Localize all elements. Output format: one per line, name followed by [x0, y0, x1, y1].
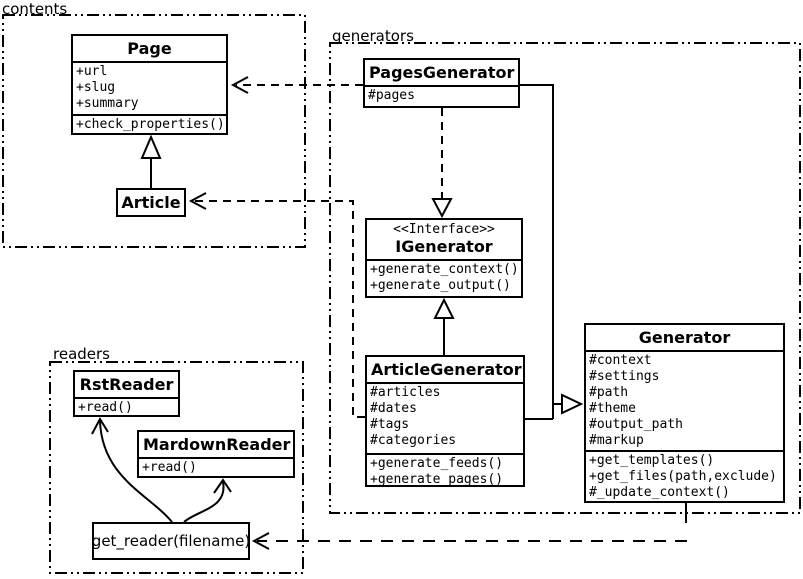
class-article-title: Article — [121, 193, 181, 212]
class-igenerator-header: <<Interface>> IGenerator — [367, 220, 521, 261]
function-get-reader-label: get_reader(filename) — [91, 532, 251, 550]
method: +generate_feeds() — [370, 456, 504, 471]
attribute: #markup — [589, 433, 644, 448]
stereotype-interface: <<Interface>> — [393, 222, 495, 237]
attribute: #articles — [370, 385, 441, 400]
package-readers-label: readers — [53, 345, 110, 363]
package-contents-border — [2, 14, 306, 248]
class-page-methods: +check_properties() — [73, 116, 226, 134]
method: +generate_output() — [370, 278, 511, 293]
method: #_update_context() — [589, 485, 730, 500]
class-igenerator: <<Interface>> IGenerator +generate_conte… — [365, 218, 523, 298]
attribute: #context — [589, 353, 652, 368]
class-page-title: Page — [73, 36, 226, 63]
arrowhead-to-article — [188, 192, 207, 210]
method: +get_templates() — [589, 453, 715, 468]
attribute: #output_path — [589, 417, 683, 432]
class-rstreader: RstReader +read() — [73, 370, 180, 417]
class-rstreader-methods: +read() — [75, 399, 178, 417]
method: +get_files(path,exclude) — [589, 469, 777, 484]
function-get-reader: get_reader(filename) — [92, 522, 250, 560]
class-articlegenerator-attributes: #articles #dates #tags #categories — [367, 384, 523, 455]
class-mardownreader-title: MardownReader — [139, 432, 293, 459]
attribute: #tags — [370, 417, 410, 432]
class-articlegenerator-methods: +generate_feeds() +generate_pages() — [367, 455, 523, 489]
class-pagesgenerator: PagesGenerator #pages — [363, 58, 520, 108]
class-mardownreader: MardownReader +read() — [137, 430, 295, 478]
package-readers-border — [49, 361, 304, 574]
arrowhead-to-page — [230, 76, 249, 94]
class-article: Article — [116, 188, 186, 217]
class-generator: Generator #context #settings #path #them… — [584, 323, 785, 503]
class-generator-title: Generator — [586, 325, 783, 352]
class-rstreader-title: RstReader — [75, 372, 178, 399]
arrowhead-to-rstreader — [91, 416, 109, 435]
package-generators-border — [329, 42, 801, 514]
triangle-generator-left — [561, 393, 584, 415]
class-pagesgenerator-title: PagesGenerator — [365, 60, 518, 87]
package-contents-label: contents — [2, 0, 68, 18]
arrowhead-to-getreader — [251, 532, 270, 550]
generalization-generators-to-generator — [520, 84, 562, 420]
triangle-page-bottom — [140, 134, 162, 159]
class-page: Page +url +slug +summary +check_properti… — [71, 34, 228, 135]
class-igenerator-title: IGenerator — [395, 237, 493, 256]
method: +read() — [78, 400, 133, 415]
attribute: +summary — [76, 96, 139, 111]
package-generators-label: generators — [332, 27, 414, 45]
class-generator-methods: +get_templates() +get_files(path,exclude… — [586, 452, 783, 502]
class-articlegenerator-title: ArticleGenerator — [367, 357, 523, 384]
attribute: #theme — [589, 401, 636, 416]
method: +read() — [142, 460, 197, 475]
attribute: #dates — [370, 401, 417, 416]
attribute: +slug — [76, 80, 116, 95]
class-igenerator-methods: +generate_context() +generate_output() — [367, 261, 521, 295]
arrow-getreader-to-rstreader — [99, 420, 173, 523]
method: +check_properties() — [76, 117, 225, 132]
dependency-articlegenerator-to-article — [194, 200, 365, 418]
arrow-getreader-to-mardownreader — [183, 481, 225, 523]
class-page-attributes: +url +slug +summary — [73, 63, 226, 116]
attribute: #categories — [370, 433, 457, 448]
class-pagesgenerator-attributes: #pages — [365, 87, 518, 105]
triangle-igenerator-bottom — [433, 297, 455, 319]
attribute: #pages — [368, 88, 415, 103]
triangle-igenerator-top — [431, 198, 453, 219]
attribute: #path — [589, 385, 629, 400]
class-generator-attributes: #context #settings #path #theme #output_… — [586, 352, 783, 452]
class-articlegenerator: ArticleGenerator #articles #dates #tags … — [365, 355, 525, 487]
attribute: #settings — [589, 369, 660, 384]
method: +generate_context() — [370, 262, 519, 277]
class-mardownreader-methods: +read() — [139, 459, 293, 477]
attribute: +url — [76, 64, 108, 79]
arrowhead-to-mardownreader — [213, 478, 232, 494]
method: +generate_pages() — [370, 472, 504, 487]
